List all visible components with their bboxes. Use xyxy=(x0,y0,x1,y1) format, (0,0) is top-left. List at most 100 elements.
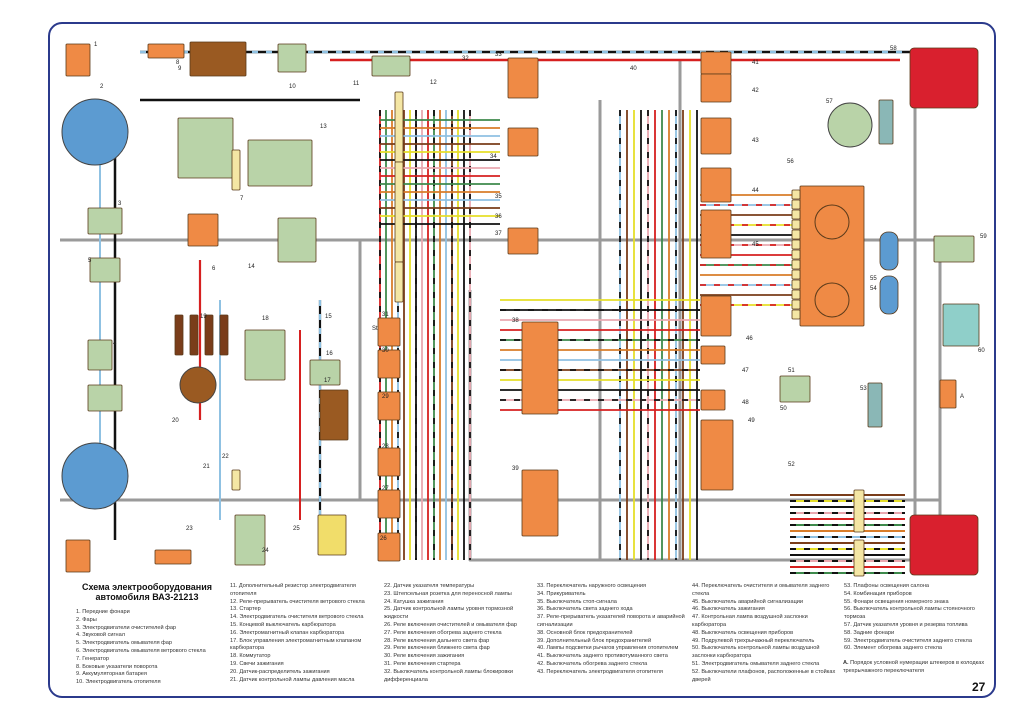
callout-number: 21 xyxy=(203,464,210,470)
callout-number: 18 xyxy=(262,316,269,322)
relay xyxy=(377,532,401,562)
callout-number: 14 xyxy=(248,264,255,270)
callout-number: 5 xyxy=(88,258,92,264)
horn xyxy=(87,339,113,371)
callout-number: 11 xyxy=(353,81,360,87)
callout-number: 43 xyxy=(752,138,759,144)
front-lamp xyxy=(65,539,91,573)
connector-block xyxy=(394,91,404,163)
turn-signal-relay xyxy=(507,227,539,255)
connector-pin xyxy=(791,299,801,310)
legend-item: 10. Электродвигатель отопителя xyxy=(76,679,161,686)
legend-item: 59. Электродвигатель очистителя заднего … xyxy=(844,637,972,644)
legend-item: 2. Фары xyxy=(76,616,97,623)
battery xyxy=(189,41,247,77)
relay xyxy=(377,317,401,347)
legend-item: 37. Реле-прерыватель указателей поворота… xyxy=(537,614,685,628)
callout-number: 20 xyxy=(172,418,179,424)
heater-switch xyxy=(700,117,732,155)
callout-number: 49 xyxy=(748,418,755,424)
legend-item: 53. Плафоны освещения салона xyxy=(844,583,930,589)
callout-number: 50 xyxy=(780,406,787,412)
tail-light xyxy=(909,47,979,109)
legend-item: 34. Прикуриватель xyxy=(537,590,586,597)
callout-number: 47 xyxy=(742,368,749,374)
heater-motor xyxy=(277,43,307,73)
connector-pin xyxy=(791,199,801,210)
legend-item: 11. Дополнительный резистор электродвига… xyxy=(230,583,356,597)
callout-number: 35 xyxy=(495,194,502,200)
tail-light xyxy=(909,514,979,576)
generator xyxy=(177,117,234,179)
callout-number: 19 xyxy=(200,314,207,320)
callout-number: 55 xyxy=(870,276,877,282)
ignition-coil xyxy=(234,514,266,566)
callout-number: 30 xyxy=(382,348,389,354)
legend-item: 9. Аккумуляторная батарея xyxy=(76,671,147,678)
legend-item: 38. Основной блок предохранителей xyxy=(537,629,633,636)
connector-pin xyxy=(791,249,801,260)
callout-number: 53 xyxy=(860,386,867,392)
connector-block xyxy=(231,149,241,191)
legend-item: 3. Электродвигатели очистителей фар xyxy=(76,624,177,631)
callout-number: 16 xyxy=(326,351,333,357)
courtesy-lamp xyxy=(878,99,894,145)
page-frame xyxy=(48,22,996,698)
legend-item: 30. Реле включения зажигания xyxy=(384,653,465,660)
connector-block xyxy=(231,469,241,491)
side-marker xyxy=(154,549,192,565)
legend-item: 48. Выключатель освещения приборов xyxy=(692,629,794,636)
wire-layer xyxy=(60,50,942,574)
legend-item: 13. Стартер xyxy=(230,606,261,613)
legend-item: 7. Генератор xyxy=(76,655,110,662)
cigarette-lighter xyxy=(507,127,539,157)
callout-number: 38 xyxy=(512,318,519,324)
legend-item: 22. Датчик указателя температуры xyxy=(384,583,475,589)
callout-number: 9 xyxy=(178,66,182,72)
legend-item: 51. Электродвигатель омывателя заднего с… xyxy=(692,660,820,667)
callout-number: 26 xyxy=(380,536,387,542)
legend-item: 29. Реле включения ближнего света фар xyxy=(384,645,490,652)
side-marker xyxy=(147,43,185,59)
legend-item: 24. Катушка зажигания xyxy=(384,598,444,605)
brake-fluid-sensor xyxy=(317,514,347,556)
callout-number: 46 xyxy=(746,336,753,342)
main-fuse-block xyxy=(521,321,559,415)
callout-number: 23 xyxy=(186,526,193,532)
callout-number: 1 xyxy=(94,42,98,48)
spark-plug xyxy=(174,314,184,356)
wiper-relay xyxy=(371,55,411,77)
rear-defrost-switch xyxy=(700,73,732,103)
legend-item: 12. Реле-прерыватель очистителя ветровог… xyxy=(230,598,365,605)
callout-number: 59 xyxy=(980,234,987,240)
connector-pin xyxy=(791,229,801,240)
callout-number: 25 xyxy=(293,526,300,532)
legend-item: 39. Дополнительный блок предохранителей xyxy=(537,637,652,644)
callout-number: 42 xyxy=(752,88,759,94)
rear-wiper-motor xyxy=(933,235,975,263)
legend-item: 35. Выключатель стоп-сигнала xyxy=(537,598,617,605)
legend-item: 6. Электродвигатель омывателя ветрового … xyxy=(76,647,206,654)
callout-number: 41 xyxy=(752,60,759,66)
pin-order-note: А. Порядок условной нумерации штекеров в… xyxy=(843,660,993,676)
valve-control-unit xyxy=(319,389,349,441)
legend-item: 45. Выключатель аварийной сигнализации xyxy=(692,598,804,605)
connector-block xyxy=(853,489,865,533)
legend-column-5: 44. Переключатель очистителя и омывателя… xyxy=(692,583,840,684)
legend-item: 44. Переключатель очистителя и омывателя… xyxy=(692,583,830,597)
connector-pin xyxy=(791,209,801,220)
note-marker: А. xyxy=(843,660,849,666)
legend-item: 52. Выключатели плафонов, расположенные … xyxy=(692,668,836,683)
callout-number: 6 xyxy=(212,266,216,272)
legend-column-2: 11. Дополнительный резистор электродвига… xyxy=(230,583,378,684)
instrument-light-switch xyxy=(700,389,726,411)
headlight xyxy=(61,98,129,166)
title-line-2: автомобиля ВАЗ-21213 xyxy=(95,592,199,602)
connector-pin xyxy=(791,289,801,300)
legend-item: 23. Штепсельная розетка для переносной л… xyxy=(384,590,512,597)
connector-pin xyxy=(791,309,801,320)
aux-fuse-block xyxy=(521,469,559,537)
legend-item: 54. Комбинация приборов xyxy=(844,590,912,597)
gauge xyxy=(814,282,850,318)
